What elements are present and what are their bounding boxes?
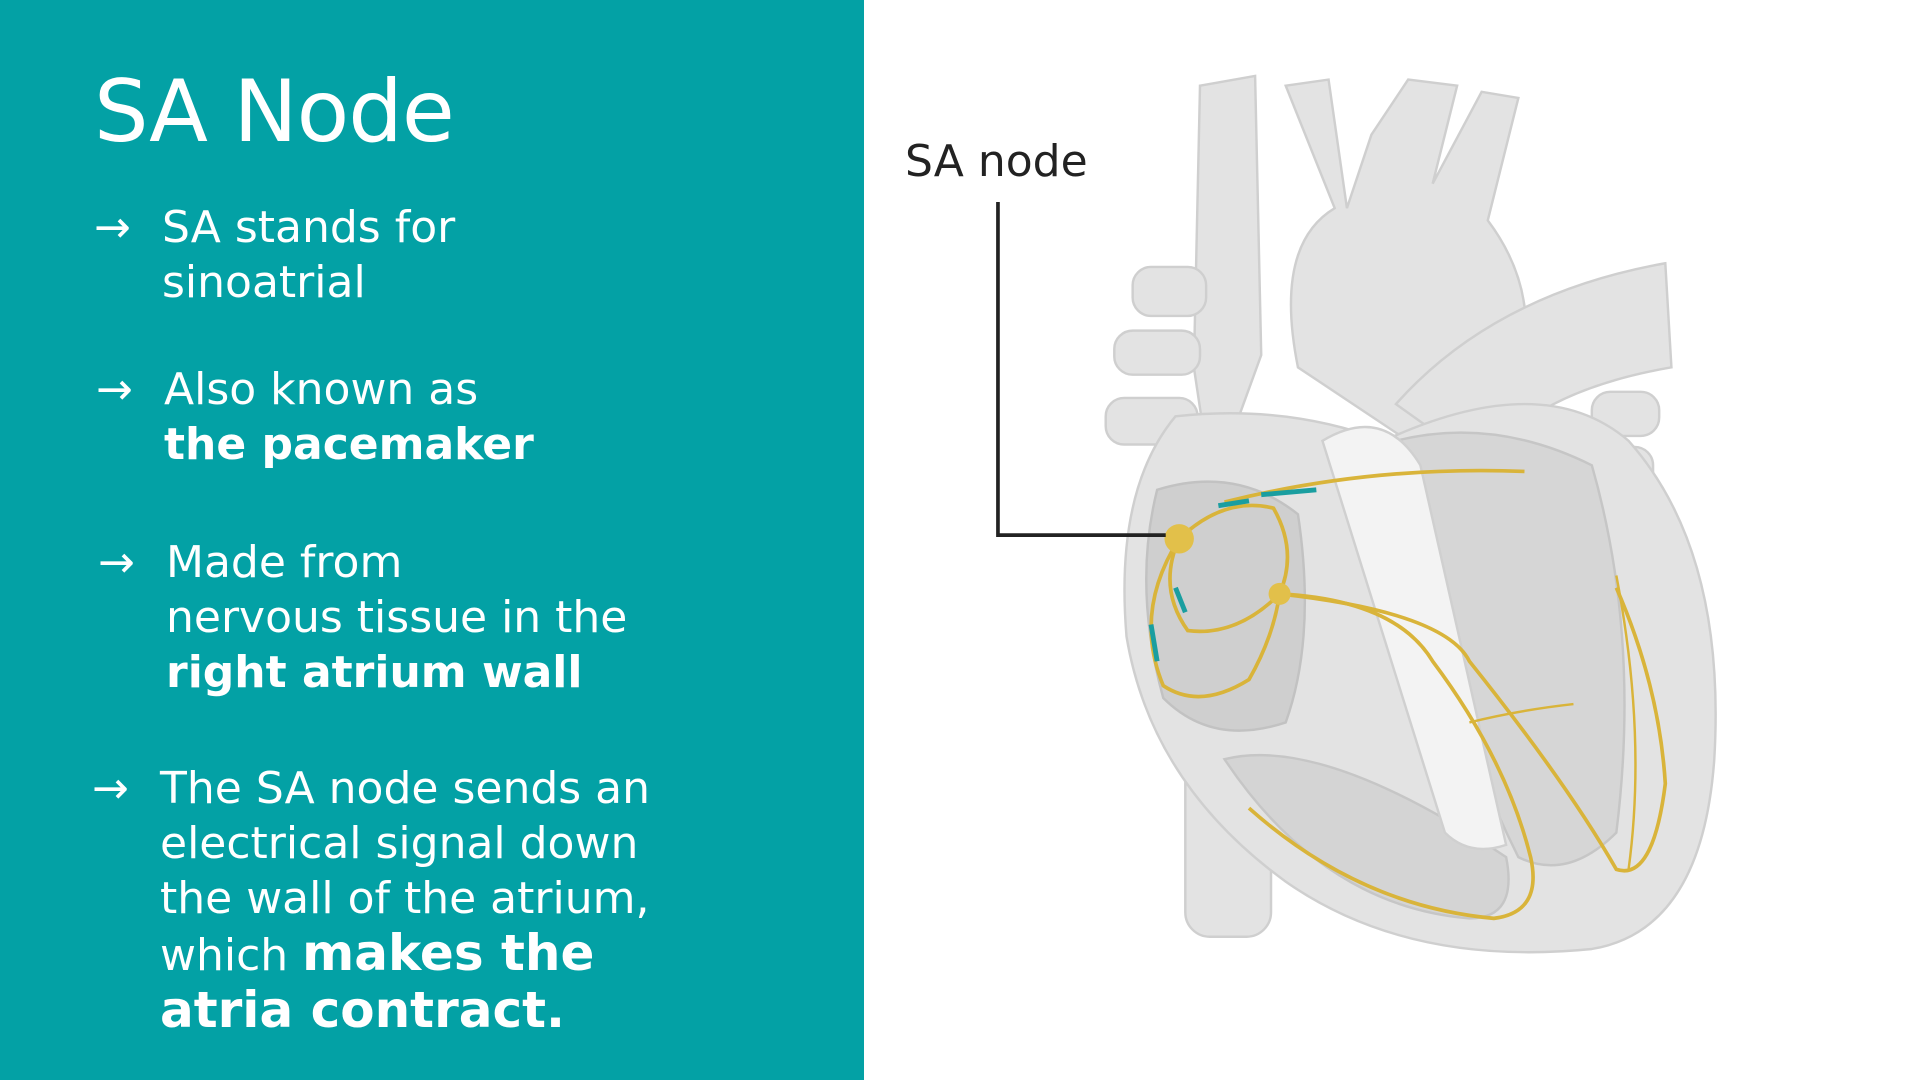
- conduction-system: [1149, 468, 1668, 921]
- bullet-bold-text: the pacemaker: [164, 419, 534, 470]
- bullet-text: The SA node sends an: [160, 763, 651, 814]
- bullet-text: Made from: [166, 537, 403, 588]
- bullet-sinoatrial: → SA stands for sinoatrial: [94, 200, 455, 310]
- arrow-right-icon: →: [98, 537, 135, 588]
- bullet-text: which: [160, 930, 303, 981]
- label-leader-line: [996, 202, 1166, 537]
- bullet-text: electrical signal down: [160, 818, 639, 869]
- bullet-text: Also known as: [164, 364, 479, 415]
- bullet-bold-text: right atrium wall: [166, 647, 583, 698]
- bullet-text: the wall of the atrium,: [160, 873, 650, 924]
- bullet-bold-text: makes the: [302, 924, 595, 982]
- slide-title: SA Node: [94, 62, 455, 162]
- sa-node-marker: [1164, 524, 1194, 554]
- sa-node-label: SA node: [905, 136, 1088, 187]
- arrow-right-icon: →: [92, 763, 129, 814]
- bullet-text: SA stands for: [162, 202, 456, 253]
- arrow-right-icon: →: [96, 364, 133, 415]
- bullet-text: sinoatrial: [162, 257, 366, 308]
- left-text-panel: SA Node → SA stands for sinoatrial → Als…: [0, 0, 864, 1080]
- bullet-signal: → The SA node sends an electrical signal…: [92, 761, 650, 1040]
- av-node-marker: [1268, 582, 1291, 605]
- heart-illustration: [1104, 74, 1717, 954]
- bullet-bold-text: atria contract.: [160, 981, 566, 1039]
- bullet-text: nervous tissue in the: [166, 592, 628, 643]
- arrow-right-icon: →: [94, 202, 131, 253]
- atrial-highlight: [1148, 487, 1317, 662]
- bundle-branch-left: [1279, 587, 1668, 873]
- bundle-branch-right: [1247, 592, 1535, 921]
- pulmonary-vein: [1131, 265, 1208, 318]
- bullet-tissue: → Made from nervous tissue in the right …: [98, 535, 627, 700]
- bullet-pacemaker: → Also known as the pacemaker: [96, 362, 534, 472]
